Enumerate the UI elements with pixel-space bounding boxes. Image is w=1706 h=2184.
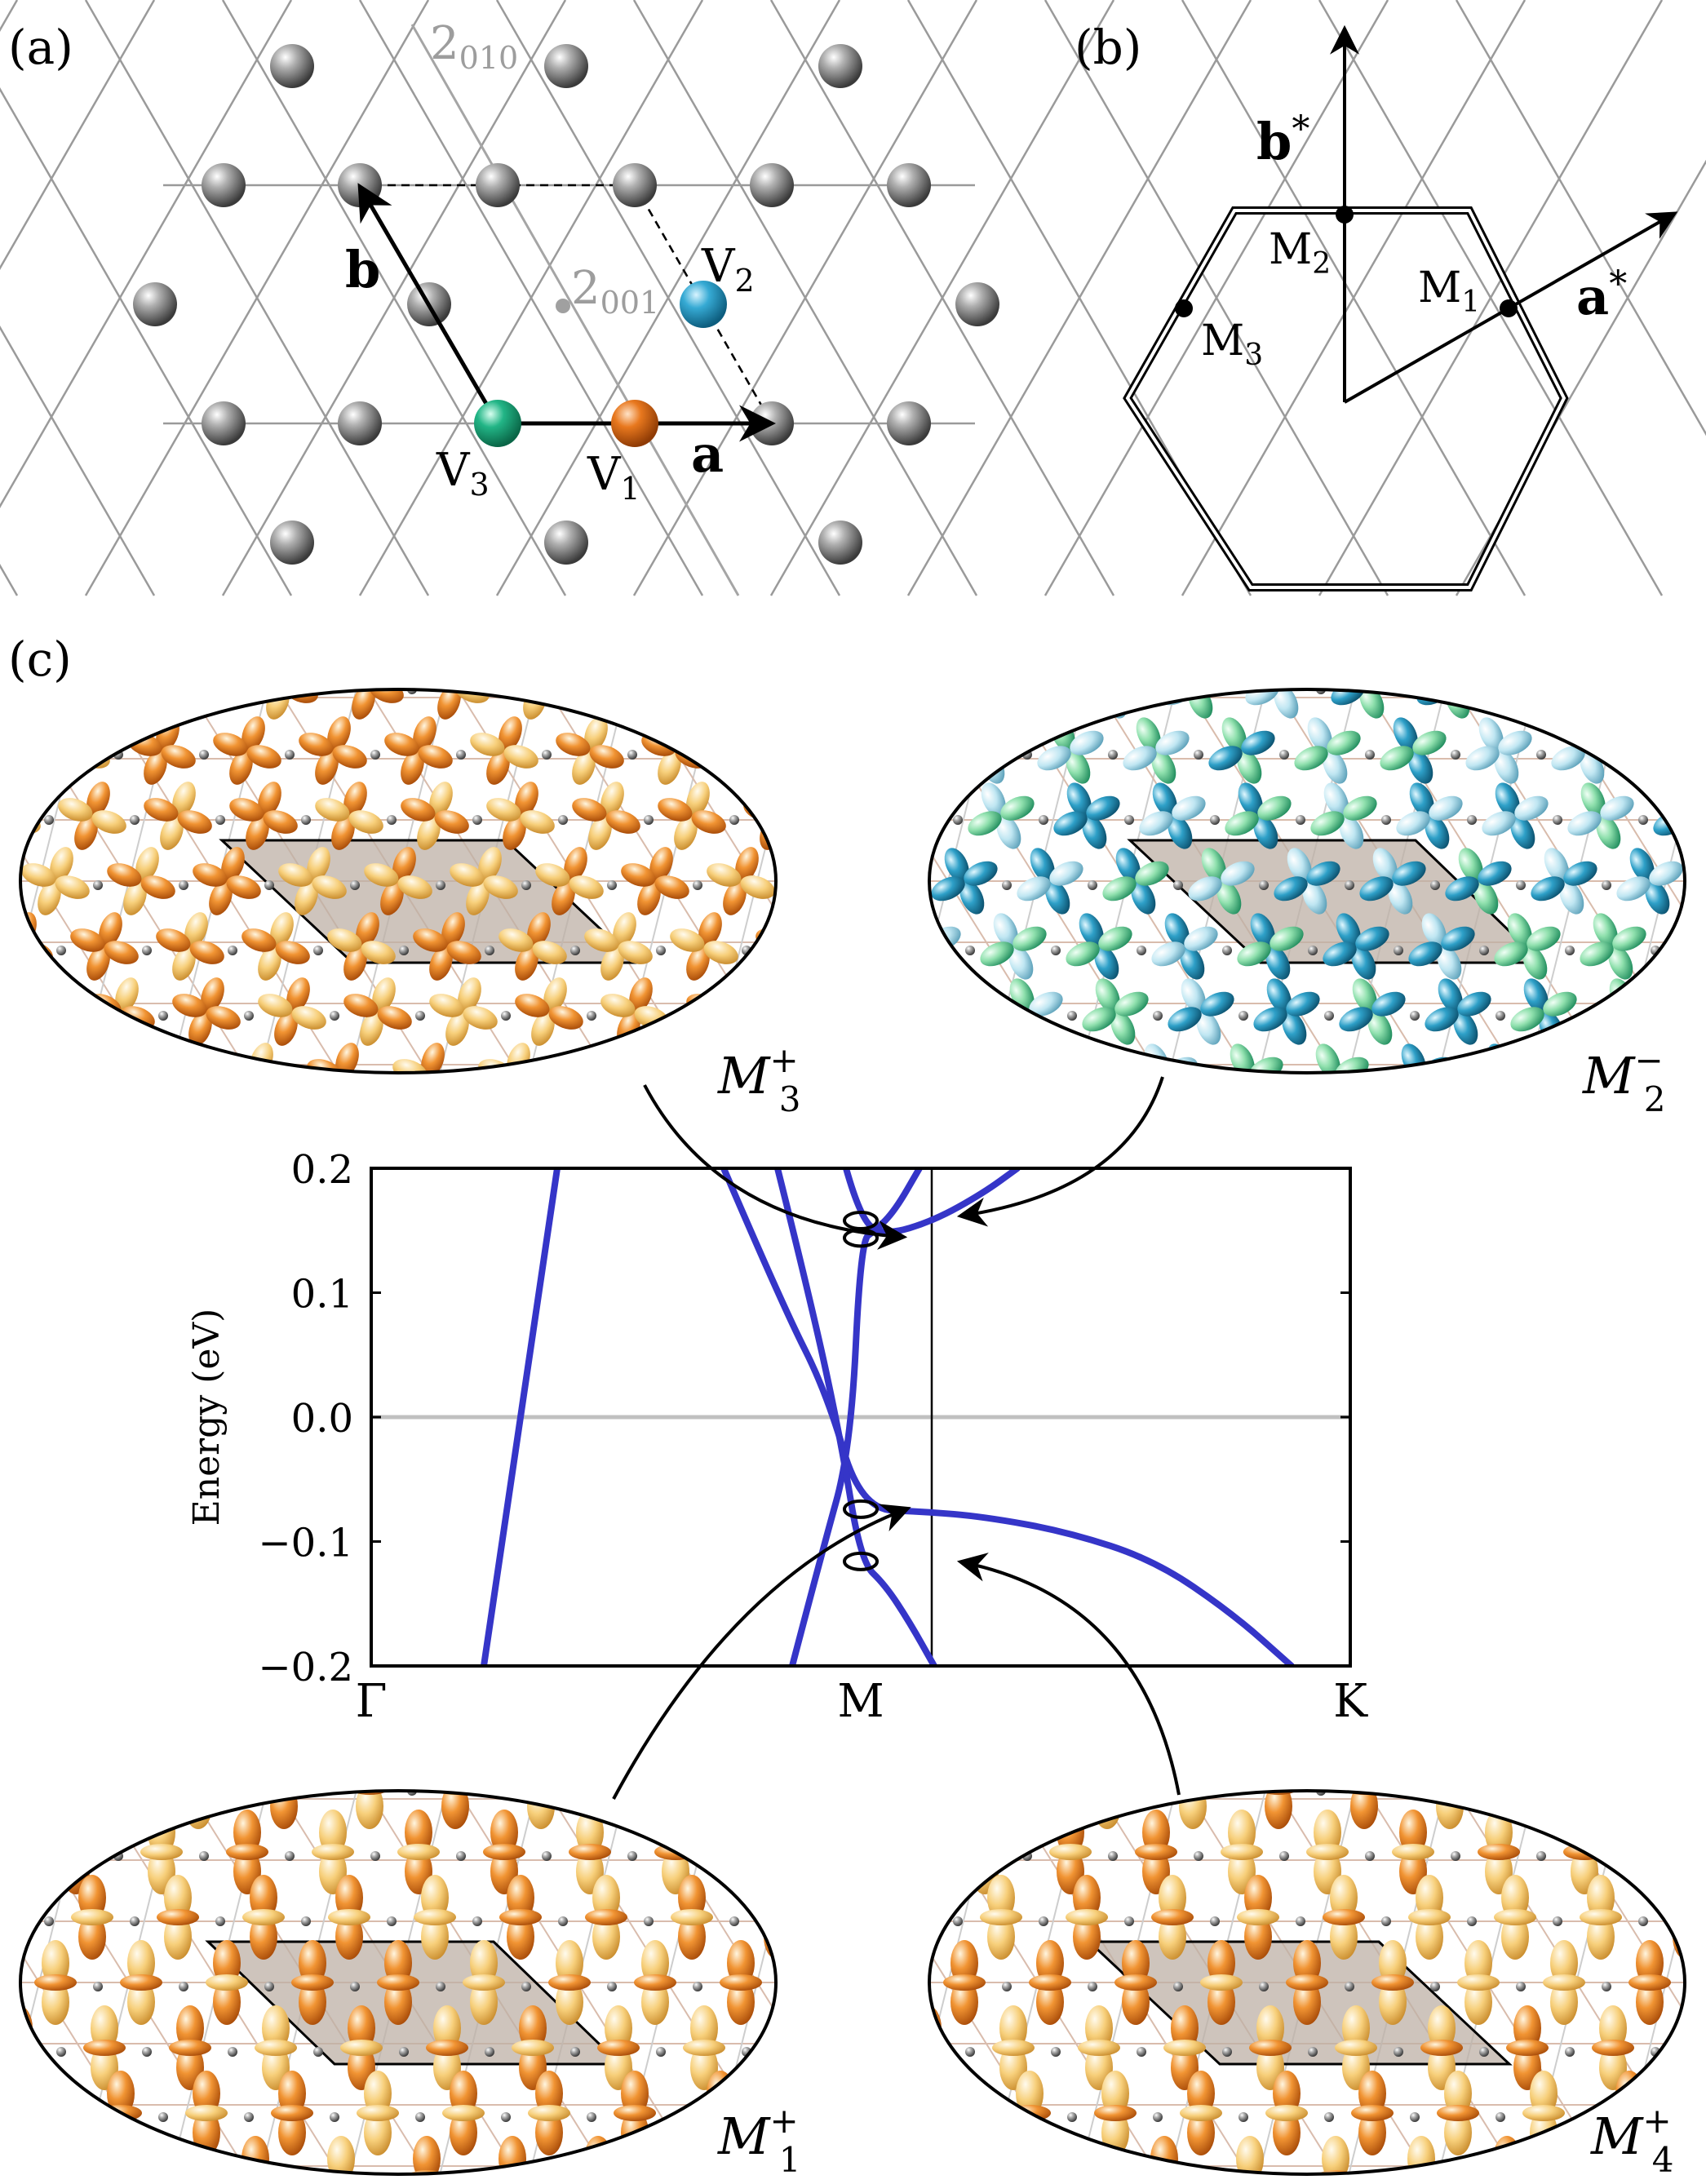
x-tick-label: K	[1333, 1675, 1368, 1728]
vanadium-atom	[887, 401, 931, 445]
m3-label: M3	[1201, 317, 1263, 372]
vector-b-label: b	[345, 240, 380, 299]
site-v2	[680, 281, 727, 328]
y-tick-label: −0.1	[258, 1521, 353, 1566]
inset-arrows	[612, 1076, 1181, 1800]
vanadium-atom	[750, 163, 794, 207]
axis-001-point	[556, 299, 570, 313]
brillouin-zone-inner	[1125, 209, 1566, 589]
vanadium-atom	[338, 163, 382, 207]
site-v3-label: V3	[436, 444, 490, 503]
y-tick-label: 0.2	[291, 1147, 353, 1193]
site-v3	[474, 400, 521, 447]
site-v1	[611, 400, 658, 447]
orbital-label-m1-plus: M+1	[717, 2101, 800, 2180]
vanadium-atoms	[133, 44, 999, 565]
panel-a-kagome-lattice: (a) 2010 2001 a b V1 V2 V3	[0, 0, 1706, 596]
site-v2-label: V2	[701, 240, 755, 299]
vector-b	[357, 183, 500, 425]
degeneracy-marker-3	[843, 1499, 879, 1519]
panel-c-label: (c)	[8, 631, 72, 687]
axis-010-label: 2010	[430, 17, 518, 76]
band-2	[720, 1168, 1295, 1666]
vanadium-atom	[270, 521, 314, 565]
x-tick-label: Γ	[356, 1675, 388, 1728]
vanadium-atom	[544, 521, 588, 565]
vanadium-atom	[818, 44, 862, 88]
vanadium-atom	[202, 163, 246, 207]
vector-a-label: a	[691, 424, 724, 484]
vanadium-atom	[270, 44, 314, 88]
y-axis-ticks: 0.2 0.1 0.0 −0.1 −0.2	[258, 1147, 1350, 1690]
orbital-label-m3-plus: M+3	[717, 1040, 800, 1119]
y-tick-label: 0.1	[291, 1272, 353, 1318]
site-v1-label: V1	[587, 448, 640, 507]
vanadium-atom	[133, 282, 177, 326]
arrow-m2-minus	[956, 1076, 1164, 1227]
b-star-label: b*	[1256, 109, 1309, 171]
degeneracy-marker-4	[843, 1551, 879, 1571]
panel-b-brillouin-zone: (b) b* a* M2 M1 M3	[1075, 20, 1678, 591]
point-m1	[1500, 299, 1518, 317]
vanadium-atom	[818, 521, 862, 565]
a-star-label: a*	[1576, 264, 1627, 326]
orbital-label-m2-minus: M−2	[1582, 1040, 1665, 1119]
point-m2	[1336, 206, 1354, 224]
arrow-m4-plus	[956, 1553, 1181, 1796]
vanadium-atom	[338, 401, 382, 445]
vanadium-atom	[613, 163, 657, 207]
vanadium-atom	[955, 282, 999, 326]
vanadium-atom	[544, 44, 588, 88]
band-1	[481, 1168, 561, 1666]
y-tick-label: −0.2	[258, 1645, 353, 1690]
axis-001-label: 2001	[571, 262, 659, 321]
panel-a-label: (a)	[8, 20, 73, 75]
arrow-m3-plus	[643, 1084, 908, 1250]
x-tick-label: M	[837, 1675, 884, 1728]
arrow-m1-plus	[612, 1504, 911, 1800]
point-m3	[1175, 299, 1193, 317]
orbital-label-m4-plus: M+4	[1590, 2101, 1673, 2180]
m1-label: M1	[1418, 264, 1480, 319]
y-tick-label: 0.0	[291, 1396, 353, 1442]
panel-b-label: (b)	[1075, 20, 1141, 75]
y-axis-label: Energy (eV)	[186, 1309, 228, 1526]
band-structure-plot: 0.2 0.1 0.0 −0.1 −0.2 Γ M K Energy (eV)	[186, 1147, 1368, 1728]
unit-cell-dashed	[360, 184, 773, 424]
vanadium-atom	[887, 163, 931, 207]
twofold-axis-010	[410, 24, 740, 596]
vanadium-atom	[476, 163, 520, 207]
m2-label: M2	[1269, 225, 1331, 281]
vanadium-atom	[202, 401, 246, 445]
